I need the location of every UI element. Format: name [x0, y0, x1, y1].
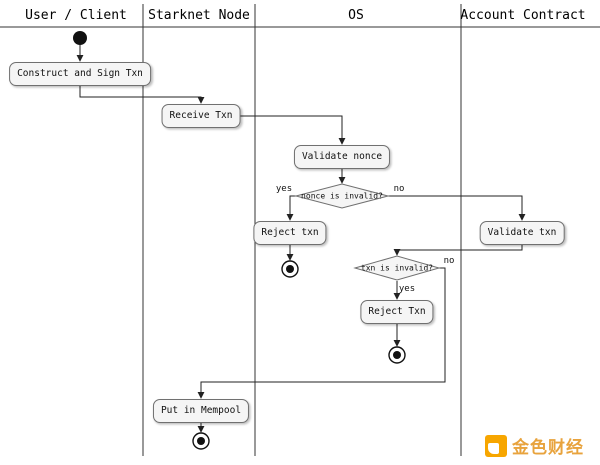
edge-nonce-yes-to-reject [286, 195, 296, 221]
edge-label-nonce-no: no [393, 184, 405, 194]
activity-validate-nonce: Validate nonce [293, 145, 391, 169]
activity-validate-txn: Validate txn [479, 221, 565, 245]
lane-title-user-client: User / Client [25, 8, 127, 23]
decision-nonce-invalid-shape [294, 183, 390, 209]
lane-title-os: OS [348, 8, 364, 23]
edge-label-txn-yes: yes [398, 284, 416, 294]
activity-reject-txn: Reject Txn [360, 300, 434, 324]
edge-label-txn-no: no [443, 256, 455, 266]
decision-txn-invalid-shape [353, 255, 441, 281]
watermark-text: 金色财经 [512, 438, 584, 458]
jinse-logo-icon [485, 434, 507, 457]
edge-construct-to-receive [79, 86, 205, 104]
activity-receive-txn: Receive Txn [161, 104, 241, 128]
lane-title-account-contract: Account Contract [460, 8, 586, 23]
edge-nonce-no-to-validate-txn [388, 195, 526, 221]
edge-receive-to-validate-nonce [201, 115, 346, 145]
activity-construct-sign-txn: Construct and Sign Txn [9, 62, 151, 86]
decision-txn-invalid-label: txn is invalid? [360, 263, 434, 273]
activity-reject-txn-nonce: Reject txn [253, 221, 327, 245]
edge-label-nonce-yes: yes [275, 184, 293, 194]
edge-txn-no-to-mempool [197, 267, 446, 399]
watermark: 金色财经 [485, 433, 584, 458]
end-node-reject-nonce-inner [286, 265, 294, 273]
decision-nonce-invalid-label: nonce is invalid? [301, 191, 383, 201]
activity-put-in-mempool: Put in Mempool [152, 399, 250, 423]
edge-validate-txn-to-decision [393, 245, 523, 256]
start-node [73, 31, 87, 45]
lane-title-starknet-node: Starknet Node [148, 8, 250, 23]
end-node-mempool-inner [197, 437, 205, 445]
end-node-reject-txn-inner [393, 351, 401, 359]
